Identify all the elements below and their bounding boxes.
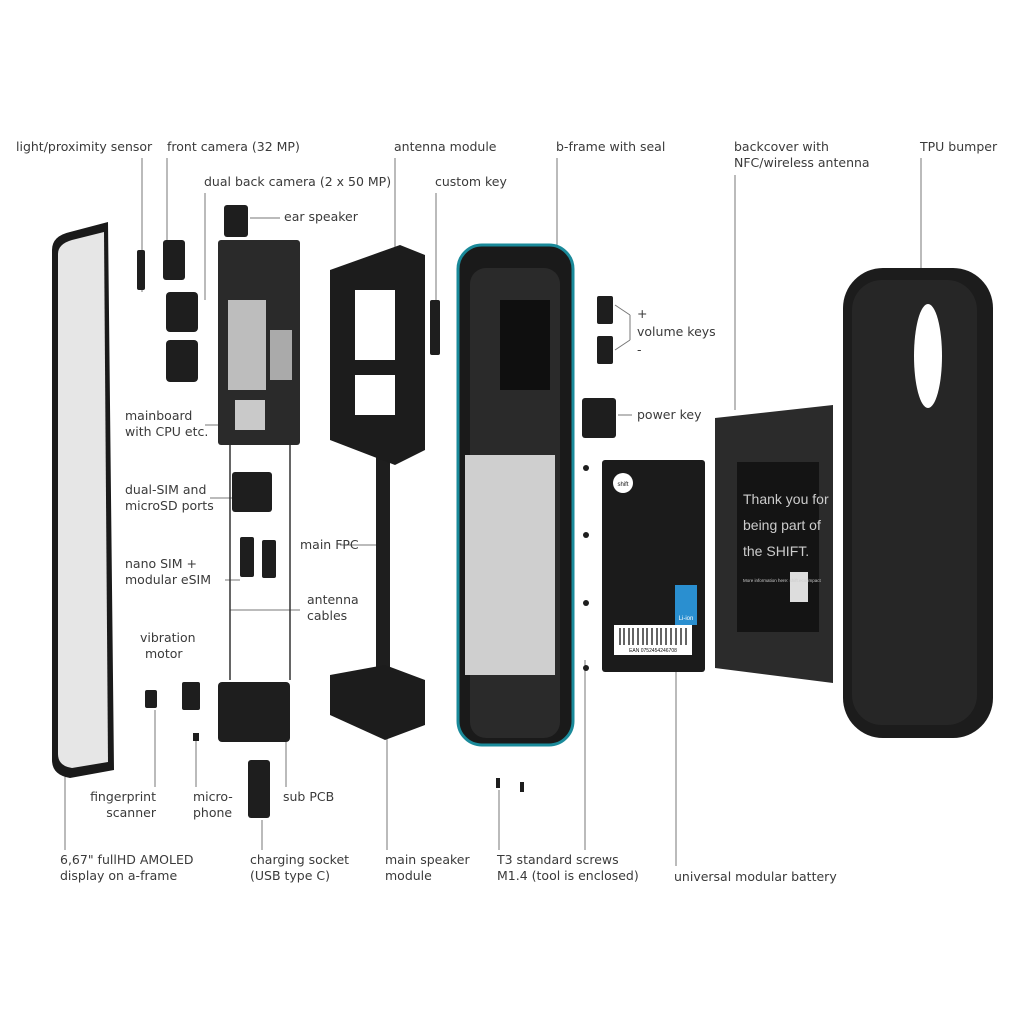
label-antenna-module: antenna module	[394, 139, 497, 154]
label-line: (USB type C)	[250, 868, 331, 883]
label-battery: universal modular battery	[674, 869, 837, 884]
label-microphone: micro-phone	[193, 789, 233, 821]
mainboard	[218, 240, 300, 445]
label-front-camera: front camera (32 MP)	[167, 139, 300, 154]
display-panel	[52, 222, 114, 778]
label-sub-pcb: sub PCB	[283, 789, 335, 804]
label-line: antenna	[307, 592, 359, 607]
label-custom-key: custom key	[435, 174, 507, 189]
label-line: charging socket	[250, 852, 350, 867]
label-line: cables	[307, 608, 348, 623]
label-main-fpc: main FPC	[300, 537, 359, 552]
label-nano-sim: nano SIM +modular eSIM	[125, 556, 211, 588]
label-minus: -	[637, 342, 642, 357]
leader-lines	[64, 158, 922, 866]
label-light-sensor: light/proximity sensor	[16, 139, 153, 154]
label-line: modular eSIM	[125, 572, 212, 587]
label-line: T3 standard screws	[497, 852, 619, 867]
label-line: backcover with	[734, 139, 829, 154]
label-line: NFC/wireless antenna	[734, 155, 870, 170]
battery-barcode-number: EAN 0752454246708	[629, 648, 677, 654]
label-line: 6,67" fullHD AMOLED	[60, 852, 194, 867]
label-line: with CPU etc.	[125, 424, 209, 439]
label-line: dual-SIM and	[125, 482, 207, 497]
backcover-text-1: Thank you for	[743, 491, 829, 507]
label-line: module	[385, 868, 432, 883]
label-plus: +	[637, 306, 648, 321]
battery-li-ion-badge: Li-ion	[679, 616, 694, 622]
label-line: motor	[145, 646, 183, 661]
label-ear-speaker: ear speaker	[284, 209, 358, 224]
b-frame	[456, 243, 575, 747]
main-speaker-module	[330, 665, 425, 740]
backcover-text-2: being part of	[743, 517, 821, 533]
label-line: phone	[193, 805, 233, 820]
label-charging-socket: charging socket(USB type C)	[250, 852, 349, 884]
label-line: fingerprint	[90, 789, 156, 804]
battery	[602, 460, 705, 672]
battery-logo: shift	[617, 482, 628, 488]
label-line: mainboard	[125, 408, 193, 423]
backcover	[715, 405, 833, 683]
tpu-bumper	[843, 268, 993, 738]
label-line: display on a-frame	[60, 868, 178, 883]
antenna-module	[330, 245, 425, 465]
label-tpu-bumper: TPU bumper	[920, 139, 998, 154]
label-volume-keys: volume keys	[637, 324, 716, 339]
small-components	[137, 205, 616, 818]
label-line: micro-	[193, 789, 233, 804]
label-back-camera: dual back camera (2 x 50 MP)	[204, 174, 392, 189]
label-power-key: power key	[637, 407, 702, 422]
label-line: main speaker	[385, 852, 470, 867]
backcover-info: More information here: shift.eco/impact	[743, 578, 822, 583]
label-line: vibration	[140, 630, 196, 645]
label-line: microSD ports	[125, 498, 214, 513]
label-line: scanner	[106, 805, 156, 820]
backcover-text-3: the SHIFT.	[743, 543, 809, 559]
label-line: nano SIM +	[125, 556, 197, 571]
label-line: M1.4 (tool is enclosed)	[497, 868, 639, 883]
label-b-frame: b-frame with seal	[556, 139, 666, 154]
